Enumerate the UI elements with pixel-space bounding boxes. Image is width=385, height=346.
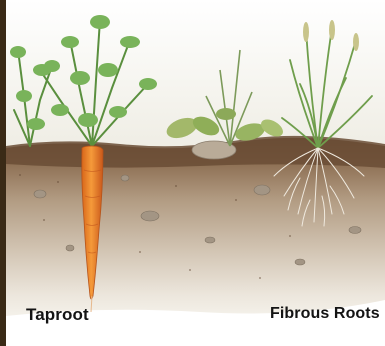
left-edge-strip: [0, 0, 6, 346]
fibrous-roots-label: Fibrous Roots: [270, 306, 380, 322]
taproot-label: Taproot: [26, 306, 89, 323]
